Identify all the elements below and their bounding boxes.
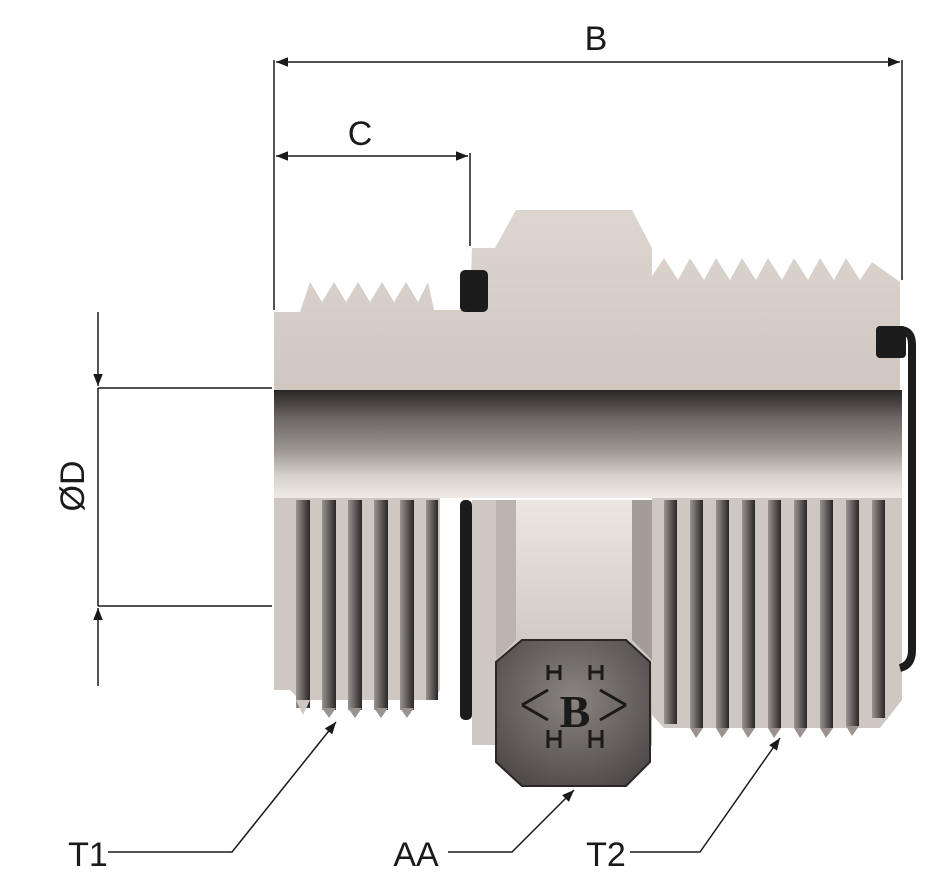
leader-aa <box>448 789 575 853</box>
o-ring-right-exterior <box>898 326 916 672</box>
fitting-top-profile <box>274 210 900 390</box>
upper-section <box>274 210 906 390</box>
thread-2-ribs <box>664 500 885 738</box>
dimension-lines <box>93 57 903 853</box>
o-ring-left-exterior <box>460 500 472 720</box>
thread-1-ribs <box>296 500 438 718</box>
o-ring-left <box>460 270 488 312</box>
leader-t1 <box>108 721 337 853</box>
lower-exterior: B <box>274 326 916 787</box>
bore <box>274 390 902 498</box>
brand-logo <box>521 665 627 748</box>
label-d: ØD <box>54 461 92 512</box>
brand-logo-letter: B <box>560 686 591 737</box>
hex-collar <box>472 500 496 745</box>
o-ring-right <box>876 326 906 358</box>
label-aa: AA <box>393 836 439 874</box>
label-t1: T1 <box>68 836 108 874</box>
label-c: C <box>348 115 373 153</box>
label-b: B <box>585 20 608 58</box>
leader-t2 <box>630 737 781 853</box>
hex-flat <box>495 639 651 787</box>
hex-face-shade <box>496 500 516 660</box>
hex-face-shade-right <box>632 500 652 660</box>
label-t2: T2 <box>586 836 626 874</box>
